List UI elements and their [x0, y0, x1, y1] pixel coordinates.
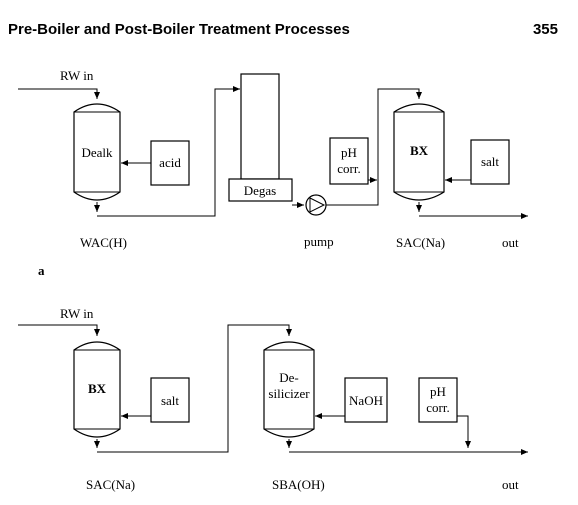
- inlet-label: RW in: [60, 68, 94, 83]
- diagram-b: RW in BX salt SAC(Na) De- silicizer NaOH: [18, 306, 528, 492]
- pump-icon: [309, 197, 326, 213]
- salt-label-b: salt: [161, 393, 179, 408]
- ph-corr-line2-a: corr.: [337, 161, 360, 176]
- ph-corr-line1-b: pH: [430, 384, 446, 399]
- degas-label: Degas: [244, 183, 277, 198]
- pump: [305, 194, 327, 216]
- naoh-label: NaOH: [349, 393, 383, 408]
- pump-caption: pump: [304, 234, 334, 249]
- column-wac-inner-label: Dealk: [81, 145, 113, 160]
- column-bx-a-caption: SAC(Na): [396, 235, 445, 250]
- page-number: 355: [532, 21, 558, 38]
- outlet-label-b: out: [502, 477, 519, 492]
- column-wac-caption-text: WAC(H): [80, 235, 127, 250]
- column-bx-a: BX: [393, 103, 445, 201]
- column-desilicizer: De- silicizer: [263, 341, 315, 438]
- ph-corr-line2-b: corr.: [426, 400, 449, 415]
- inlet-label-b: RW in: [60, 306, 94, 321]
- ph-corr-box-a: [329, 137, 369, 185]
- panel-label-a: a: [38, 263, 45, 278]
- salt-label-a: salt: [481, 154, 499, 169]
- column-desilicizer-caption: SBA(OH): [272, 477, 325, 492]
- outlet-label-a: out: [502, 235, 519, 250]
- salt-box-a: [470, 139, 510, 185]
- wac-to-degas-line: [97, 86, 240, 217]
- column-wac-caption: WAC(H): [80, 235, 127, 250]
- inlet-line: [18, 88, 100, 99]
- ph-corr-box-b: [418, 377, 458, 423]
- inlet-line-b: [18, 324, 100, 336]
- column-bx-b: BX: [73, 341, 121, 438]
- degas-tower: [240, 73, 280, 180]
- desilicizer-line2: silicizer: [268, 386, 310, 401]
- diagram-a: RW in Dealk acid WAC(H) Degas pump: [18, 68, 528, 278]
- bx-to-desilicizer-line: [97, 324, 292, 453]
- naoh-box: [344, 377, 388, 423]
- column-bx-b-inner-label: BX: [88, 381, 107, 396]
- acid-label: acid: [159, 155, 181, 170]
- desilicizer-line1: De-: [279, 370, 299, 385]
- page-header-title: Pre-Boiler and Post-Boiler Treatment Pro…: [8, 21, 350, 38]
- column-wac: Dealk: [73, 103, 121, 201]
- salt-box-b: [150, 377, 190, 423]
- degas-box: [228, 178, 293, 202]
- column-bx-a-inner-label: BX: [410, 143, 429, 158]
- column-bx-b-caption: SAC(Na): [86, 477, 135, 492]
- pump-to-bx-line: [326, 88, 422, 206]
- ph-corr-feed-b: [457, 415, 471, 448]
- ph-corr-line1-a: pH: [341, 145, 357, 160]
- page-header: Pre-Boiler and Post-Boiler Treatment Pro…: [0, 0, 578, 44]
